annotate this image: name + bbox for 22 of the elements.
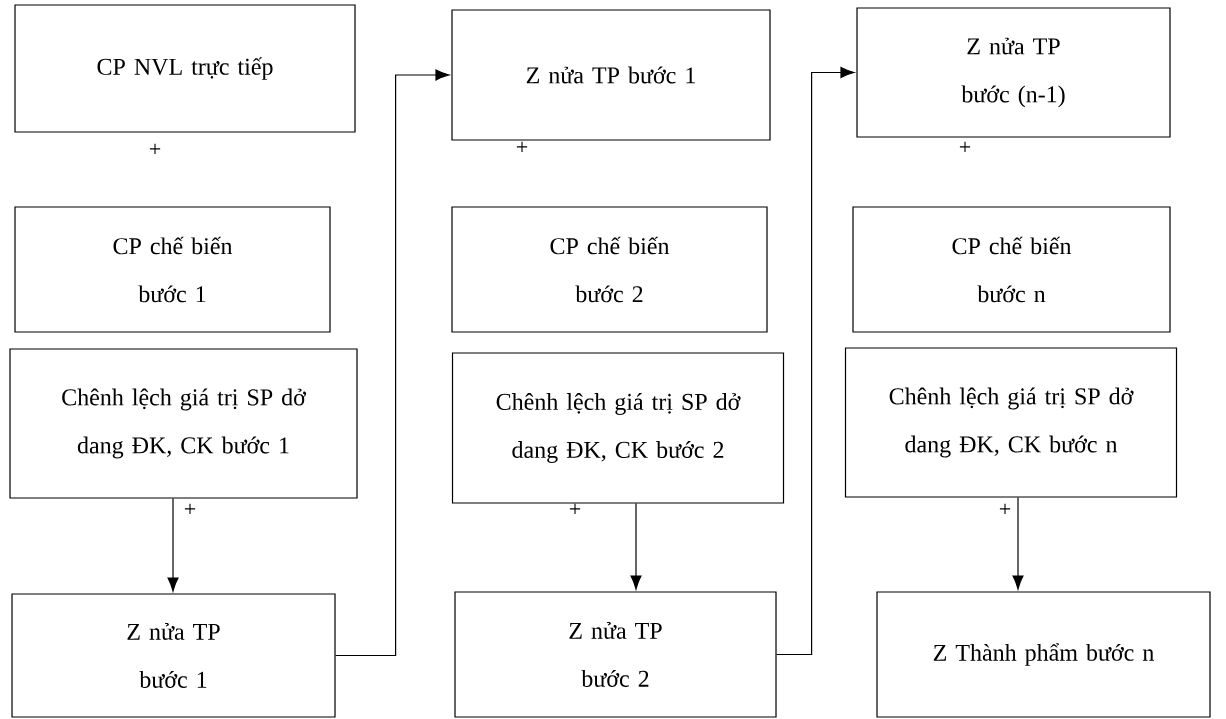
process-box: CP NVL trực tiếp — [14, 4, 356, 133]
process-box: Z Thành phẩm bước n — [876, 591, 1211, 718]
arrow — [630, 503, 642, 590]
process-box: Z nửa TP bước 2 — [454, 591, 777, 718]
plus-sign: + — [184, 503, 196, 515]
process-box: Chênh lệch giá trị SP dở dang ĐK, CK bước n — [844, 347, 1178, 498]
plus-sign: + — [516, 141, 528, 153]
plus-sign: + — [149, 143, 161, 155]
arrow — [335, 69, 450, 657]
process-box: CP chế biến bước n — [852, 206, 1171, 333]
process-box: Z nửa TP bước (n-1) — [856, 7, 1171, 138]
process-box: Chênh lệch giá trị SP dở dang ĐK, CK bước 1 — [9, 348, 358, 499]
arrow — [1012, 497, 1024, 590]
plus-sign: + — [999, 503, 1011, 515]
arrow — [167, 498, 179, 592]
arrow — [776, 66, 855, 656]
process-box: CP chế biến bước 1 — [14, 206, 331, 333]
process-box: Z nửa TP bước 1 — [451, 9, 771, 141]
plus-sign: + — [959, 141, 971, 153]
process-box: Chênh lệch giá trị SP dở dang ĐK, CK bước 2 — [451, 352, 785, 504]
process-box: CP chế biến bước 2 — [451, 206, 768, 333]
process-box: Z nửa TP bước 1 — [11, 593, 336, 718]
